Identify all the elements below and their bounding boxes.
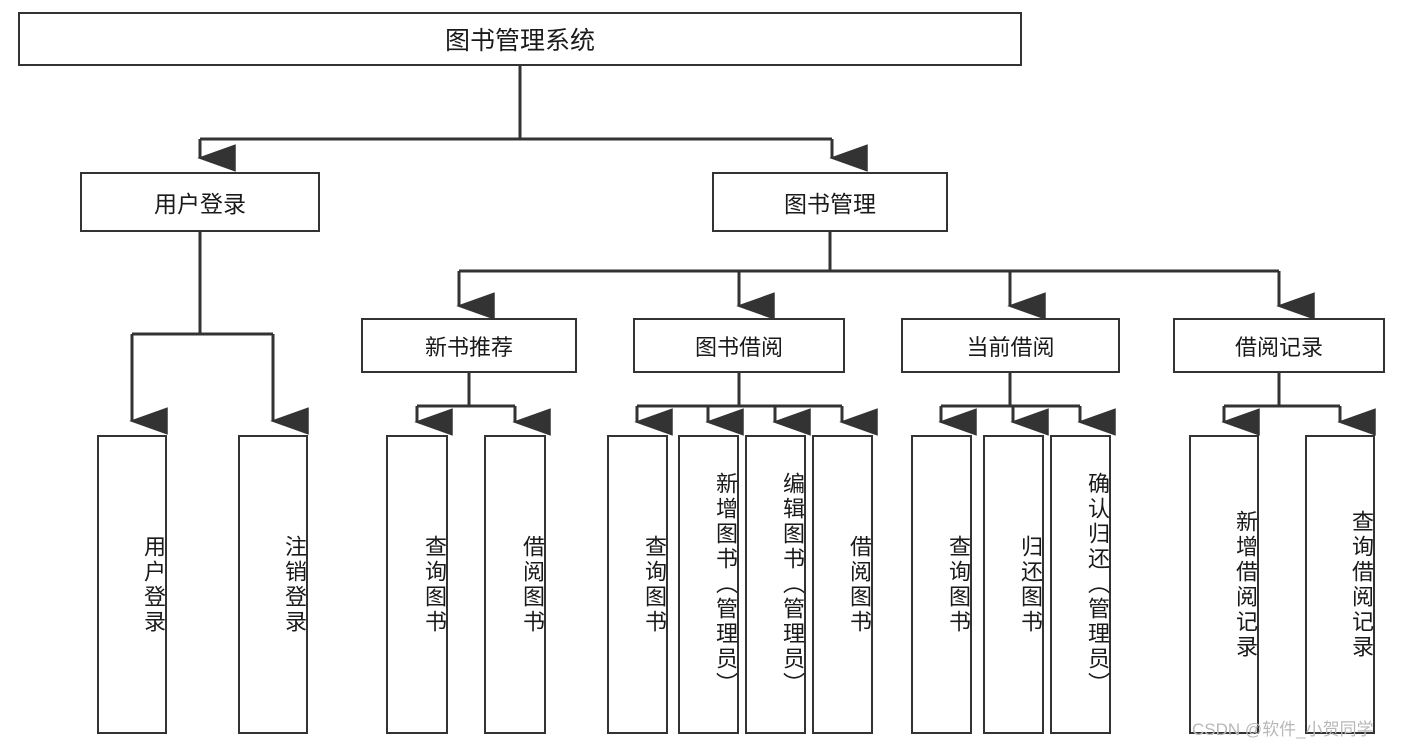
node-current-borrow[interactable]: 当前借阅 [901, 318, 1120, 373]
node-book-management[interactable]: 图书管理 [712, 172, 948, 232]
leaf-user-login[interactable]: 用户登录 [97, 435, 167, 734]
leaf-add-book-admin[interactable]: 新增图书（管理员） [678, 435, 739, 734]
leaf-add-borrow-record[interactable]: 新增借阅记录 [1189, 435, 1259, 734]
leaf-borrow-book-recommend[interactable]: 借阅图书 [484, 435, 546, 734]
csdn-watermark: CSDN @软件_小贺同学 [1192, 720, 1374, 739]
node-new-book-recommend-label: 新书推荐 [424, 334, 513, 360]
node-new-book-recommend[interactable]: 新书推荐 [361, 318, 577, 373]
node-book-borrow-label: 图书借阅 [694, 334, 783, 360]
node-borrow-record[interactable]: 借阅记录 [1173, 318, 1385, 373]
leaf-query-book-recommend[interactable]: 查询图书 [386, 435, 448, 734]
leaf-return-book[interactable]: 归还图书 [983, 435, 1044, 734]
node-book-management-label: 图书管理 [784, 191, 876, 217]
node-user-login-label: 用户登录 [154, 191, 246, 217]
leaf-confirm-return-admin[interactable]: 确认归还（管理员） [1050, 435, 1111, 734]
node-current-borrow-label: 当前借阅 [966, 334, 1055, 360]
leaf-borrow-book[interactable]: 借阅图书 [812, 435, 873, 734]
leaf-query-book-current[interactable]: 查询图书 [911, 435, 972, 734]
node-book-borrow[interactable]: 图书借阅 [633, 318, 845, 373]
leaf-logout-login[interactable]: 注销登录 [238, 435, 308, 734]
node-root[interactable]: 图书管理系统 [18, 12, 1022, 66]
node-borrow-record-label: 借阅记录 [1234, 334, 1323, 360]
node-user-login[interactable]: 用户登录 [80, 172, 320, 232]
leaf-query-borrow-record[interactable]: 查询借阅记录 [1305, 435, 1375, 734]
node-root-label: 图书管理系统 [444, 27, 595, 55]
leaf-edit-book-admin[interactable]: 编辑图书（管理员） [745, 435, 806, 734]
leaf-query-book-borrow[interactable]: 查询图书 [607, 435, 668, 734]
